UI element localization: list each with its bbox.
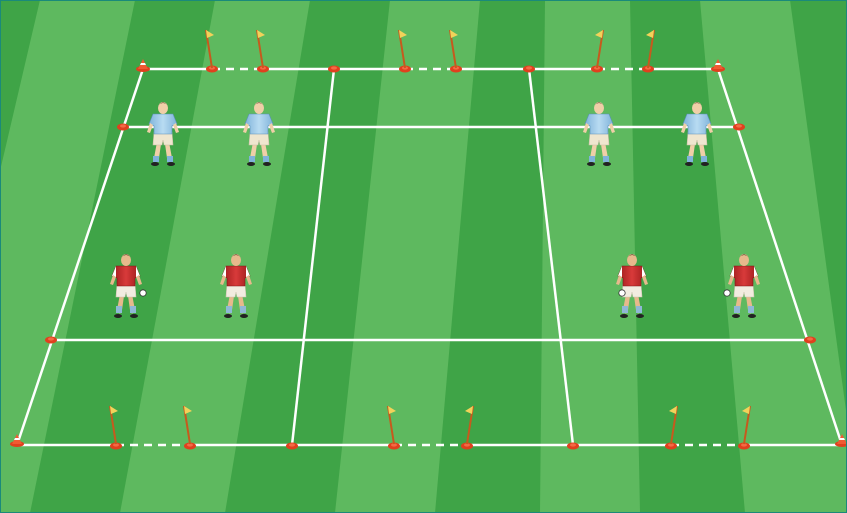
ball-1 bbox=[140, 290, 146, 296]
ball-2 bbox=[619, 290, 625, 296]
ball-3 bbox=[724, 290, 730, 296]
